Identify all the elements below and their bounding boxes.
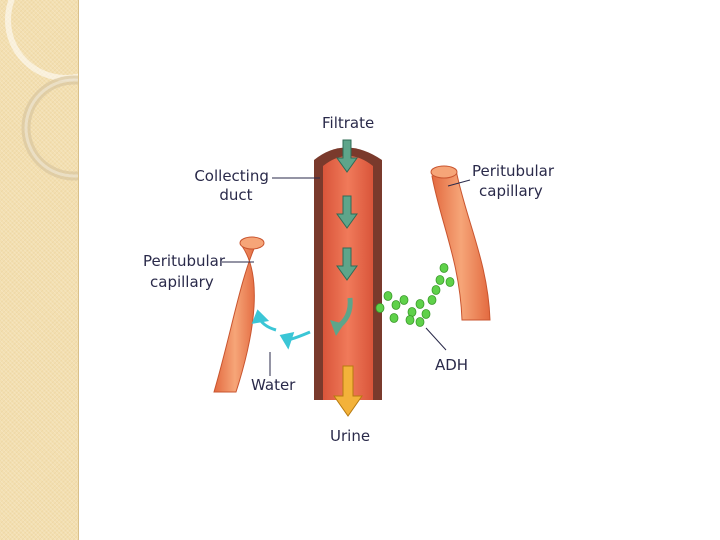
left-capillary-label: Peritubular capillary — [143, 252, 230, 291]
filtrate-flow-arrows — [336, 139, 358, 281]
collecting-duct-label-line2: duct — [219, 186, 252, 204]
urine-label: Urine — [330, 427, 370, 445]
urine-arrow — [333, 365, 363, 417]
left-capillary-label-line1: Peritubular — [143, 252, 226, 270]
right-capillary-label-line2: capillary — [479, 182, 543, 200]
right-peritubular-capillary — [430, 165, 491, 321]
adh-label: ADH — [435, 356, 468, 374]
leader-lines — [222, 177, 471, 376]
left-peritubular-capillary — [213, 236, 265, 393]
filtrate-curve-arrow — [330, 297, 353, 336]
decorative-sidebar — [0, 0, 79, 540]
water-arrows — [251, 309, 311, 350]
water-label: Water — [251, 376, 296, 394]
right-capillary-label-line1: Peritubular — [472, 162, 555, 180]
left-capillary-label-line2: capillary — [150, 273, 214, 291]
collecting-duct-label: Collecting duct — [194, 167, 273, 204]
sidebar-rings — [5, 0, 78, 181]
adh-dots — [375, 263, 455, 327]
right-capillary-label: Peritubular capillary — [472, 162, 559, 200]
collecting-duct-label-line1: Collecting — [194, 167, 269, 185]
filtrate-label: Filtrate — [322, 114, 374, 132]
